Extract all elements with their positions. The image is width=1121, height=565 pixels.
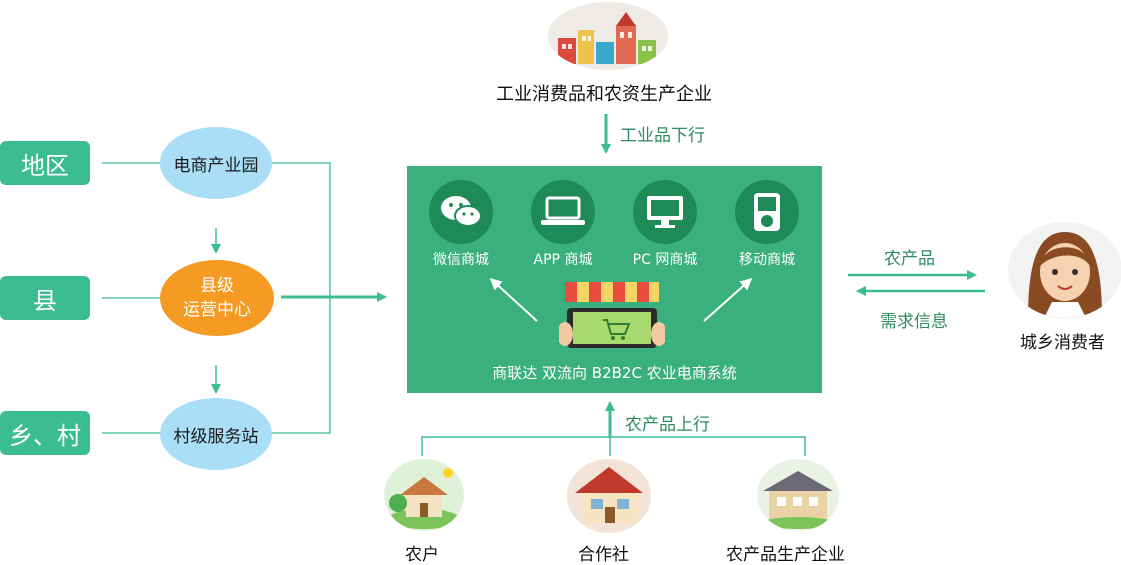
wechat-mall-label: 微信商城 <box>433 252 489 268</box>
wechat-icon <box>429 180 493 244</box>
panel-arrows <box>489 277 753 322</box>
village-station-label: 村级服务站 <box>173 426 259 447</box>
downstream-label: 工业品下行 <box>620 126 705 146</box>
level-region: 地区 <box>0 141 90 185</box>
county-center-label-2: 运营中心 <box>183 300 251 320</box>
mobile-icon <box>735 180 799 244</box>
county-center-node: 县级 运营中心 <box>160 260 274 336</box>
upstream-label: 农产品上行 <box>625 415 710 435</box>
producer-building-image <box>757 459 839 531</box>
shop-tablet-image <box>557 278 667 354</box>
system-title: 商联达 双流向 B2B2C 农业电商系统 <box>492 364 737 382</box>
farmer-label: 农户 <box>405 545 439 565</box>
level-village: 乡、村 <box>0 411 90 455</box>
monitor-icon <box>633 180 697 244</box>
cooperative-label: 合作社 <box>578 545 629 565</box>
demand-info-label: 需求信息 <box>880 312 948 332</box>
consumer-label: 城乡消费者 <box>1020 333 1105 353</box>
village-station-node: 村级服务站 <box>160 398 272 470</box>
farm-products-label: 农产品 <box>884 249 935 269</box>
laptop-icon <box>531 180 595 244</box>
county-center-label-1: 县级 <box>200 276 234 296</box>
ecommerce-park-label: 电商产业园 <box>173 155 259 176</box>
farmer-house-image <box>384 459 464 531</box>
enterprise-buildings-image <box>548 2 668 70</box>
ecommerce-system-panel: 微信商城 APP 商城 PC 网商城 移动商城 商联达 双流向 B2B2C 农业… <box>407 166 822 393</box>
level-county: 县 <box>0 276 90 320</box>
ecommerce-park-node: 电商产业园 <box>160 127 272 199</box>
cooperative-image <box>567 459 651 533</box>
mobile-mall-label: 移动商城 <box>739 252 795 268</box>
enterprise-label: 工业消费品和农资生产企业 <box>496 84 712 105</box>
pc-mall-label: PC 网商城 <box>632 252 698 268</box>
app-mall-label: APP 商城 <box>533 252 593 268</box>
producer-label: 农产品生产企业 <box>726 545 845 565</box>
consumer-avatar <box>1008 222 1121 318</box>
